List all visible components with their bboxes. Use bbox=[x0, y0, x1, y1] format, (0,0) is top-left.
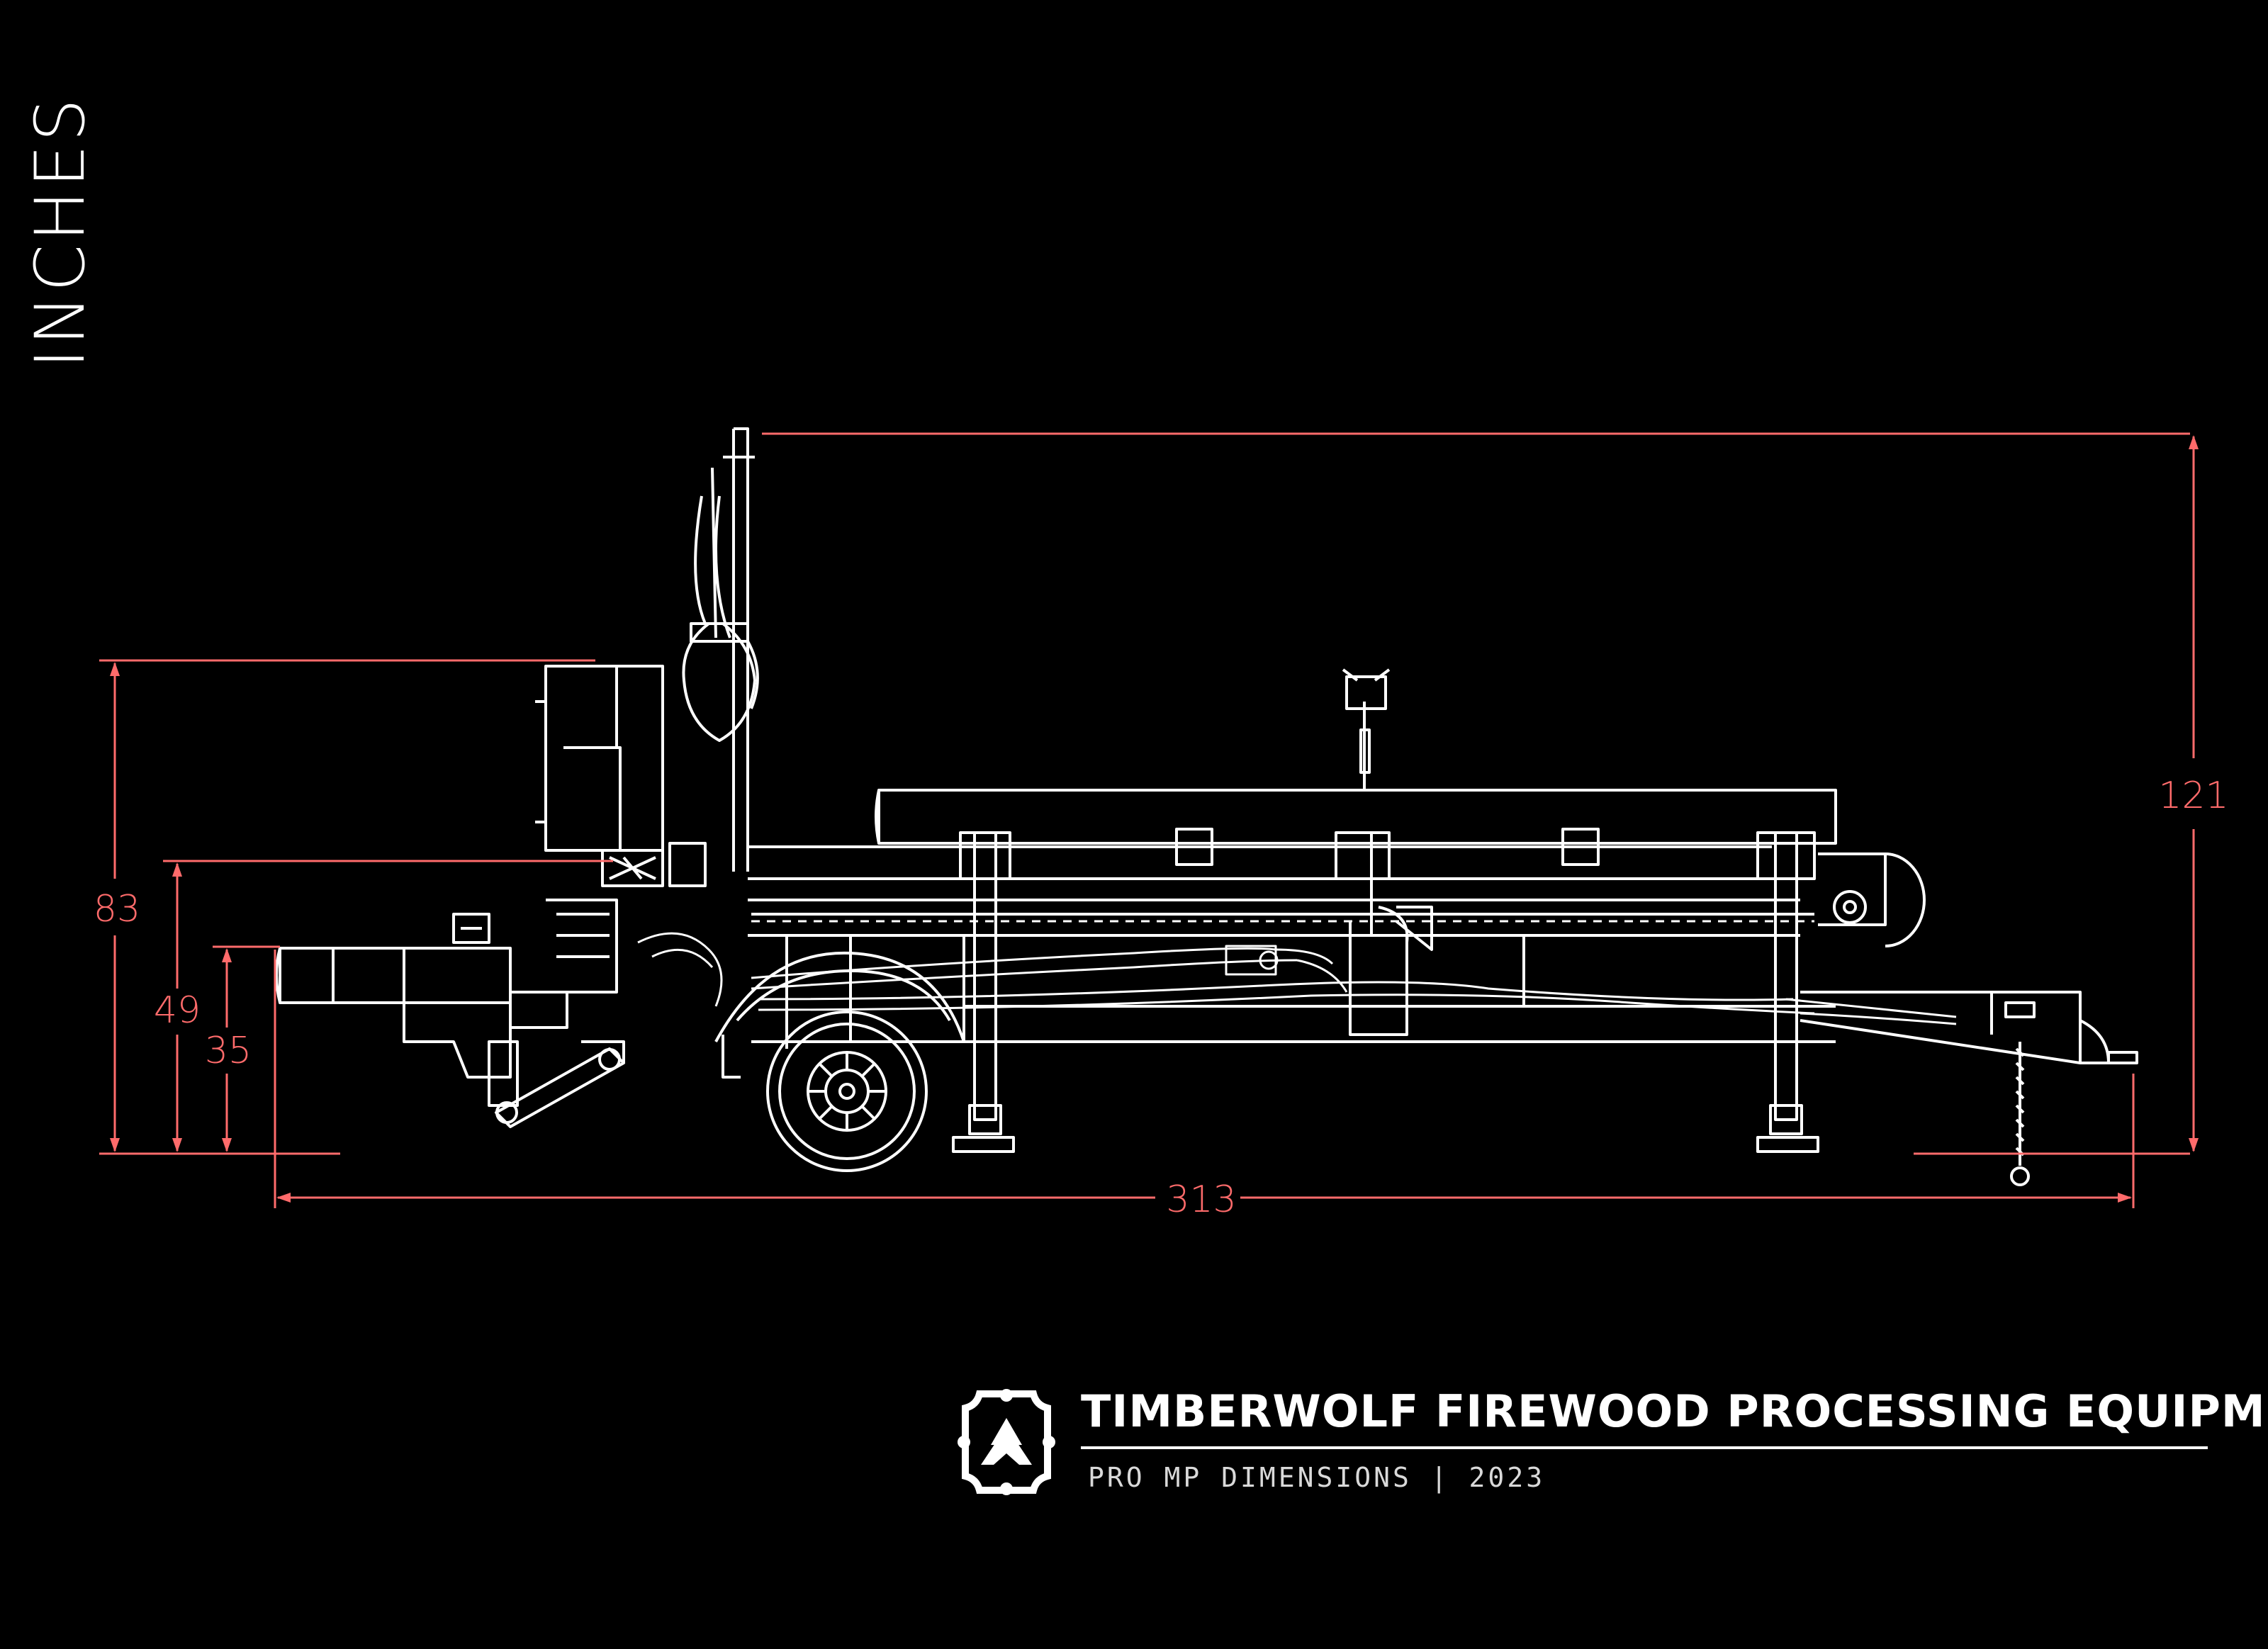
dimension-height-hopper bbox=[99, 659, 595, 1155]
brand-subtitle: PRO MP DIMENSIONS | 2023 bbox=[1088, 1462, 1546, 1493]
mast bbox=[682, 427, 759, 872]
brand-block: TIMBERWOLF FIREWOOD PROCESSING EQUIPMENT… bbox=[950, 1385, 2268, 1499]
dimension-height-low bbox=[213, 945, 280, 1152]
support-posts bbox=[952, 668, 1819, 1153]
timberwolf-logo-icon bbox=[958, 1389, 1055, 1495]
dimension-lines bbox=[99, 432, 2199, 1208]
dimension-height-mid bbox=[163, 860, 613, 1152]
dimension-height-total bbox=[762, 432, 2199, 1155]
hydraulic-hoses bbox=[637, 932, 1957, 1025]
dim-label-height-low: 35 bbox=[205, 1030, 252, 1072]
dim-label-height-hopper: 83 bbox=[94, 888, 140, 930]
dim-label-height-total: 121 bbox=[2158, 775, 2228, 817]
brand-divider bbox=[1081, 1446, 2208, 1449]
dim-label-height-mid: 49 bbox=[154, 989, 201, 1032]
dimension-length bbox=[274, 950, 2135, 1208]
wheel-assembly bbox=[714, 951, 965, 1172]
main-frame bbox=[748, 789, 1837, 1049]
lift-arm bbox=[488, 1040, 625, 1128]
engine-housing bbox=[535, 665, 707, 994]
hopper-unit bbox=[275, 913, 568, 1079]
tongue-hitch bbox=[1800, 991, 2138, 1186]
machine-line-art bbox=[275, 427, 2138, 1186]
brand-title: TIMBERWOLF FIREWOOD PROCESSING EQUIPMENT bbox=[1081, 1385, 2268, 1437]
dimension-labels: 121 83 49 35 313 bbox=[94, 775, 2229, 1221]
dim-label-length: 313 bbox=[1166, 1178, 1236, 1221]
rear-roller bbox=[1818, 852, 1926, 947]
